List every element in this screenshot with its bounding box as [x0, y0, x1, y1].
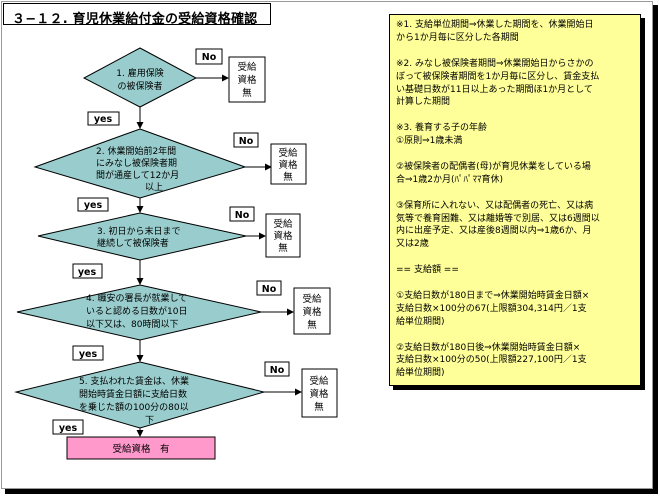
svg-text:yes: yes: [79, 349, 98, 360]
decision-3: 3. 初日から末日まで継続して被保険者: [37, 212, 247, 261]
decision-1: 1. 雇用保険の被保険者: [82, 47, 198, 108]
note-line: ①支給日数が180日まで⇒休業開始時賃金日額×: [396, 290, 590, 301]
page-title: ３−１２. 育児休業給付金の受給資格確認: [12, 12, 258, 27]
notes-panel: ※1. 支給単位期間⇒休業した期間を、休業開始日から1か月毎に区分した各期間 ※2…: [389, 14, 641, 386]
decision-2: 2. 休業開始前2年間にみなし被保険者期間が通産して12か月以上: [33, 128, 247, 199]
result-box-2: 受給資格無: [270, 143, 307, 185]
svg-text:受給資格無: 受給資格無: [278, 147, 298, 183]
svg-text:No: No: [235, 210, 250, 221]
frame-shadow: [5, 489, 658, 494]
svg-text:yes: yes: [78, 267, 97, 278]
note-line: 給単位期間): [396, 368, 445, 379]
result-box-3: 受給資格無: [265, 213, 301, 258]
note-line: 気等で養育困難、又は離婚等で別居、又は6週間以: [396, 213, 600, 224]
note-line: 支給日数×100分の67(上限額304,314円／1支: [396, 303, 587, 314]
note-line: い基礎日数が11日以上あった期間ほ1か月として: [396, 84, 593, 95]
decision-4: 4. 職安の署長が就業していると認める日数が10日以下又は、80時間以下: [16, 284, 262, 341]
decision-diamond: [37, 212, 247, 261]
decision-diamond: [14, 361, 266, 429]
yes-label-3: yes: [72, 263, 103, 279]
decision-text: 1. 雇用保険の被保険者: [116, 67, 163, 92]
note-line: 計算した期間: [396, 97, 451, 108]
svg-text:No: No: [239, 136, 254, 147]
note-line: ③保育所に入れない、又は配偶者の死亡、又は病: [396, 200, 594, 211]
svg-text:yes: yes: [84, 200, 103, 211]
result-box-4: 受給資格無: [293, 287, 331, 335]
note-line: 内に出産予定、又は産後8週間以内⇒1歳6か、月: [396, 226, 592, 237]
note-line: ※2. みなし被保険者期間⇒休業開始日からさかの: [396, 58, 594, 69]
note-line: ②被保険者の配偶者(母)が育児休業をしている場: [396, 161, 591, 172]
no-label-4: No: [256, 280, 282, 296]
decision-text: 2. 休業開始前2年間にみなし被保険者期間が通産して12か月以上: [96, 145, 179, 193]
final-result-text: 受給資格 有: [112, 443, 169, 455]
result-box-1: 受給資格無: [228, 56, 266, 103]
decision-diamond: [16, 284, 262, 341]
note-line: ぼって被保険者期間を1か月毎に区分し、賃金支払: [396, 71, 600, 82]
final-result-box: 受給資格 有: [66, 436, 216, 460]
yes-label-5: yes: [52, 419, 84, 435]
decision-diamond: [82, 47, 198, 108]
decision-text: 5. 支払われた賃金は、休業開始時賃金日額に支給日数を乗じた額の100分の80以…: [79, 375, 189, 426]
svg-text:No: No: [262, 284, 277, 295]
svg-text:yes: yes: [59, 423, 78, 434]
slide-frame: [1, 1, 653, 489]
yes-label-2: yes: [77, 197, 109, 212]
svg-text:yes: yes: [94, 114, 113, 125]
no-label-3: No: [229, 206, 255, 222]
decision-diamond: [33, 128, 247, 199]
decision-text: 4. 職安の署長が就業していると認める日数が10日以下又は、80時間以下: [86, 292, 187, 330]
frame-shadow: [653, 5, 658, 493]
note-line: ※1. 支給単位期間⇒休業した期間を、休業開始日: [396, 20, 594, 30]
result-box-5: 受給資格無: [301, 368, 338, 418]
decision-text: 3. 初日から末日まで継続して被保険者: [97, 225, 180, 249]
title-box: ３−１２. 育児休業給付金の受給資格確認: [3, 3, 271, 27]
no-label-1: No: [195, 48, 223, 65]
svg-text:No: No: [202, 52, 217, 63]
svg-text:受給資格無: 受給資格無: [309, 375, 329, 413]
note-line: から1か月毎に区分した各期間: [396, 32, 519, 43]
decision-5: 5. 支払われた賃金は、休業開始時賃金日額に支給日数を乗じた額の100分の80以…: [14, 361, 266, 429]
no-label-5: No: [264, 361, 290, 377]
yes-label-1: yes: [87, 111, 120, 126]
no-label-2: No: [233, 132, 259, 148]
yes-label-4: yes: [72, 345, 104, 361]
svg-text:No: No: [270, 365, 285, 376]
svg-text:受給資格無: 受給資格無: [237, 61, 257, 99]
svg-text:受給資格無: 受給資格無: [302, 293, 322, 331]
note-line: 給単位期間): [396, 316, 445, 327]
note-line: ①原則⇒1歳未満: [396, 136, 463, 147]
note-line: 合⇒1歳2か月(ﾊﾟﾊﾟﾏﾏ育休): [396, 174, 504, 185]
note-line: ②支給日数が180日後⇒休業開始時賃金日額×: [396, 342, 581, 353]
note-line: 支給日数×100分の50(上限額227,100円／1支: [396, 355, 587, 366]
note-line: == 支給額 ==: [396, 265, 459, 276]
note-line: ※3. 養育する子の年齢: [396, 123, 487, 134]
flowchart: 1. 雇用保険の被保険者 No 受給資格無 yes 2. 休業開始前2年間にみな…: [14, 47, 338, 460]
connectors: [136, 74, 302, 437]
note-line: 又は2歳: [396, 239, 429, 250]
svg-text:受給資格無: 受給資格無: [273, 218, 293, 254]
